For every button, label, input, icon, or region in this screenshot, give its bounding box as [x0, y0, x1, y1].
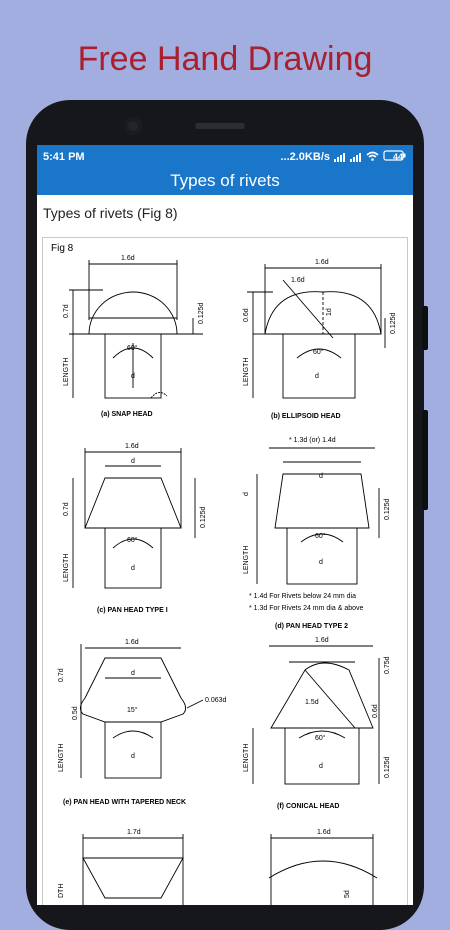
dim-b-h2: 0.125d — [390, 312, 397, 334]
caption-e: (e) PAN HEAD WITH TAPERED NECK — [63, 799, 186, 806]
rivet-conical-head: 1.6d 1.5d 0.75d 0.6d 0.125d 60° d LENGTH… — [243, 637, 391, 810]
dim-c-d1: d — [131, 458, 135, 465]
dim-h-width: 1.6d — [317, 829, 331, 836]
network-speed: ...2.0KB/s — [280, 151, 330, 163]
caption-f: (f) CONICAL HEAD — [277, 803, 339, 810]
wifi-icon — [366, 151, 379, 164]
note-d-2: * 1.3d For Rivets 24 mm dia & above — [249, 605, 363, 612]
rivet-partial-h: 1.6d 5d — [268, 829, 378, 905]
dim-e-d: d — [131, 753, 135, 760]
caption-d: (d) PAN HEAD TYPE 2 — [275, 623, 348, 630]
note-d-1: * 1.4d For Rivets below 24 mm dia — [249, 593, 356, 600]
dim-f-d: d — [319, 763, 323, 770]
dim-b-length: LENGTH — [243, 358, 250, 386]
dim-f-angle: 60° — [315, 734, 326, 742]
dim-f-h2: 0.6d — [372, 704, 379, 718]
dim-c-d: d — [131, 565, 135, 572]
status-bar: 5:41 PM ...2.0KB/s 44 — [37, 145, 413, 169]
speaker-grille — [195, 123, 245, 129]
dim-e-h2: 0.5d — [72, 706, 79, 720]
dim-b-angle: 60° — [313, 348, 324, 356]
dim-f-width: 1.6d — [315, 637, 329, 644]
rivet-pan-head-2: * 1.3d (or) 1.4d d d 0.125d 60° d LENGTH… — [243, 437, 391, 630]
battery-icon — [383, 150, 407, 164]
dim-c-length: LENGTH — [63, 554, 70, 582]
caption-a: (a) SNAP HEAD — [101, 411, 153, 418]
dim-a-h2: 0.125d — [198, 302, 205, 324]
figure-label: Fig 8 — [51, 243, 74, 254]
rivet-tapered-neck: 1.6d d 0.7d 0.5d 15° 0.063d d LENGTH (e)… — [58, 639, 227, 806]
app-title: Types of rivets — [37, 169, 413, 195]
dim-e-length: LENGTH — [58, 744, 65, 772]
promo-title: Free Hand Drawing — [77, 40, 373, 78]
dim-e-angle: 15° — [127, 706, 138, 714]
caption-c: (c) PAN HEAD TYPE I — [97, 607, 168, 614]
page-subtitle: Types of rivets (Fig 8) — [43, 205, 178, 221]
dim-e-h1: 0.7d — [58, 668, 65, 682]
signal-icon — [334, 152, 346, 162]
dim-f-r: 1.5d — [305, 699, 319, 706]
dim-c-width: 1.6d — [125, 443, 139, 450]
dim-a-length: LENGTH — [63, 358, 70, 386]
status-icons: ...2.0KB/s 44 — [280, 150, 407, 164]
caption-b: (b) ELLIPSOID HEAD — [271, 413, 341, 420]
rivet-snap-head: 1.6d 0.7d 0.125d 60° d LENGTH (a) SNAP H… — [63, 255, 205, 418]
dim-d-width: * 1.3d (or) 1.4d — [289, 437, 336, 444]
dim-a-d: d — [131, 373, 135, 380]
dim-e-width: 1.6d — [125, 639, 139, 646]
dim-d-d: d — [319, 559, 323, 566]
camera-icon — [124, 117, 142, 135]
dim-e-d1: d — [131, 670, 135, 677]
dim-g-side: DTH — [58, 884, 65, 898]
dim-c-angle: 60° — [127, 536, 138, 544]
dim-b-h1: 0.6d — [243, 308, 250, 322]
rivet-drawing: 1.6d 0.7d 0.125d 60° d LENGTH (a) SNAP H… — [58, 255, 397, 905]
dim-b-width: 1.6d — [315, 259, 329, 266]
dim-f-h3: 0.125d — [384, 756, 391, 778]
rivet-ellipsoid-head: 1.6d 1.6d 0.6d 0.125d 1d 60° d LENGTH (b… — [243, 259, 397, 420]
dim-d-angle: 60° — [315, 532, 326, 540]
volume-button — [422, 306, 428, 350]
dim-f-h1: 0.75d — [384, 656, 391, 674]
dim-b-d: d — [315, 373, 319, 380]
rivet-partial-g: 1.7d DTH — [58, 829, 184, 905]
app-screen: 5:41 PM ...2.0KB/s 44 Types of rivets Ty… — [37, 145, 413, 905]
rivet-figure: Fig 8 1.6d 0.7d 0.125d 60° d LENG — [42, 237, 408, 905]
dim-d-length: LENGTH — [243, 546, 250, 574]
dim-a-angle: 60° — [127, 344, 138, 352]
dim-d-h1: d — [243, 492, 250, 496]
battery-level: 44 — [392, 152, 403, 162]
dim-d-h2: 0.125d — [384, 498, 391, 520]
dim-f-length: LENGTH — [243, 744, 250, 772]
dim-h-side: 5d — [344, 890, 351, 898]
dim-b-h3: 1d — [326, 308, 333, 316]
dim-a-h1: 0.7d — [63, 304, 70, 318]
dim-b-r: 1.6d — [291, 277, 305, 284]
dim-g-width: 1.7d — [127, 829, 141, 836]
power-button — [422, 410, 428, 510]
dim-c-h1: 0.7d — [63, 502, 70, 516]
dim-e-r: 0.063d — [205, 697, 227, 704]
status-time: 5:41 PM — [43, 151, 85, 163]
signal-icon-2 — [350, 152, 362, 162]
dim-a-width: 1.6d — [121, 255, 135, 262]
dim-c-h2: 0.125d — [200, 506, 207, 528]
rivet-pan-head-1: 1.6d d 0.7d 0.125d 60° d LENGTH (c) PAN … — [63, 443, 207, 614]
dim-d-d1: d — [319, 473, 323, 480]
